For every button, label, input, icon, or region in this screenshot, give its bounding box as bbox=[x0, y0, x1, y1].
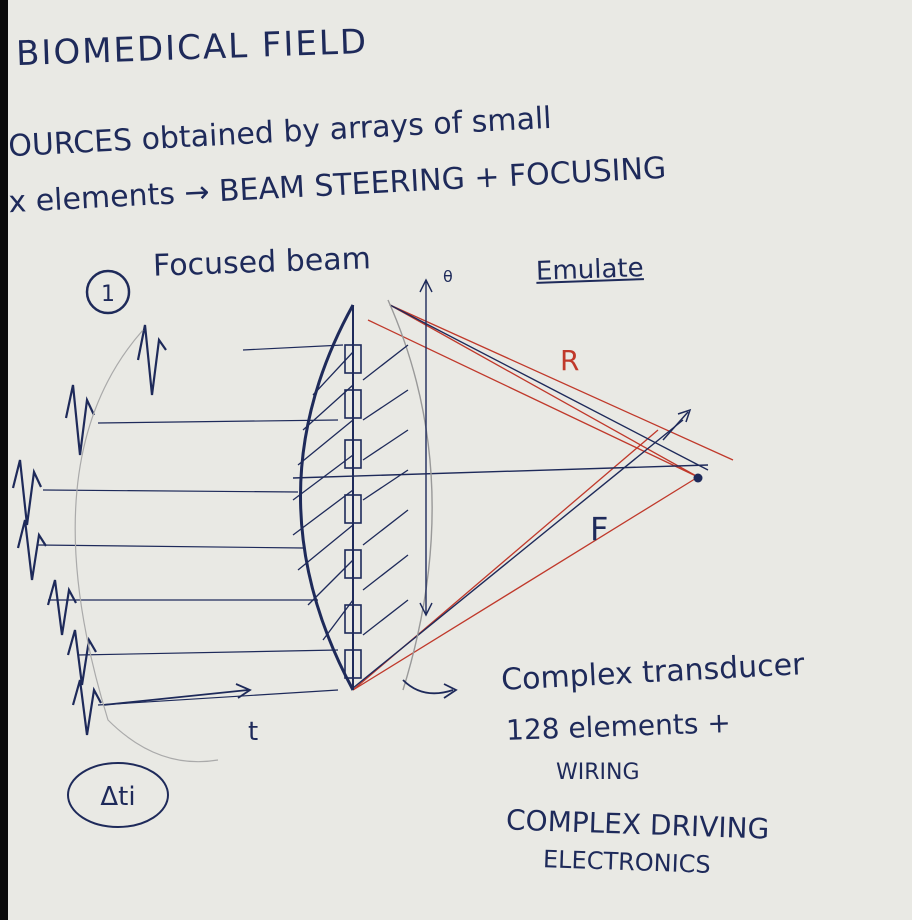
outline-rays bbox=[292, 304, 709, 689]
steering-arrow bbox=[662, 408, 692, 441]
drive-pulses bbox=[11, 324, 167, 736]
step-marker: 1 bbox=[85, 269, 131, 315]
delta-label: Δti bbox=[100, 782, 135, 812]
transducer-elements bbox=[344, 344, 362, 679]
time-label: t bbox=[248, 717, 258, 747]
radius-label: R bbox=[560, 344, 579, 377]
note-line-5: ELECTRONICS bbox=[542, 845, 712, 879]
note-arrow bbox=[402, 679, 454, 695]
delay-lines bbox=[37, 344, 344, 706]
delay-envelope bbox=[74, 329, 219, 763]
aperture-arrow bbox=[419, 278, 433, 617]
focal-point bbox=[693, 473, 703, 483]
focal-length-label: F bbox=[590, 510, 608, 548]
beam-focusing-diagram: 1 bbox=[11, 267, 734, 828]
wavefront-arc bbox=[387, 299, 433, 691]
step-number: 1 bbox=[101, 282, 115, 307]
note-arrow-head bbox=[443, 683, 458, 699]
whiteboard: BIOMEDICAL FIELD OURCES obtained by arra… bbox=[8, 0, 912, 920]
note-line-3: WIRING bbox=[556, 760, 640, 785]
transducer-hatching bbox=[292, 344, 409, 641]
theta-label: θ bbox=[443, 267, 453, 286]
time-axis bbox=[102, 683, 252, 706]
transducer-curve bbox=[299, 304, 355, 691]
delta-marker: Δti bbox=[67, 762, 169, 828]
red-rays bbox=[352, 304, 734, 691]
